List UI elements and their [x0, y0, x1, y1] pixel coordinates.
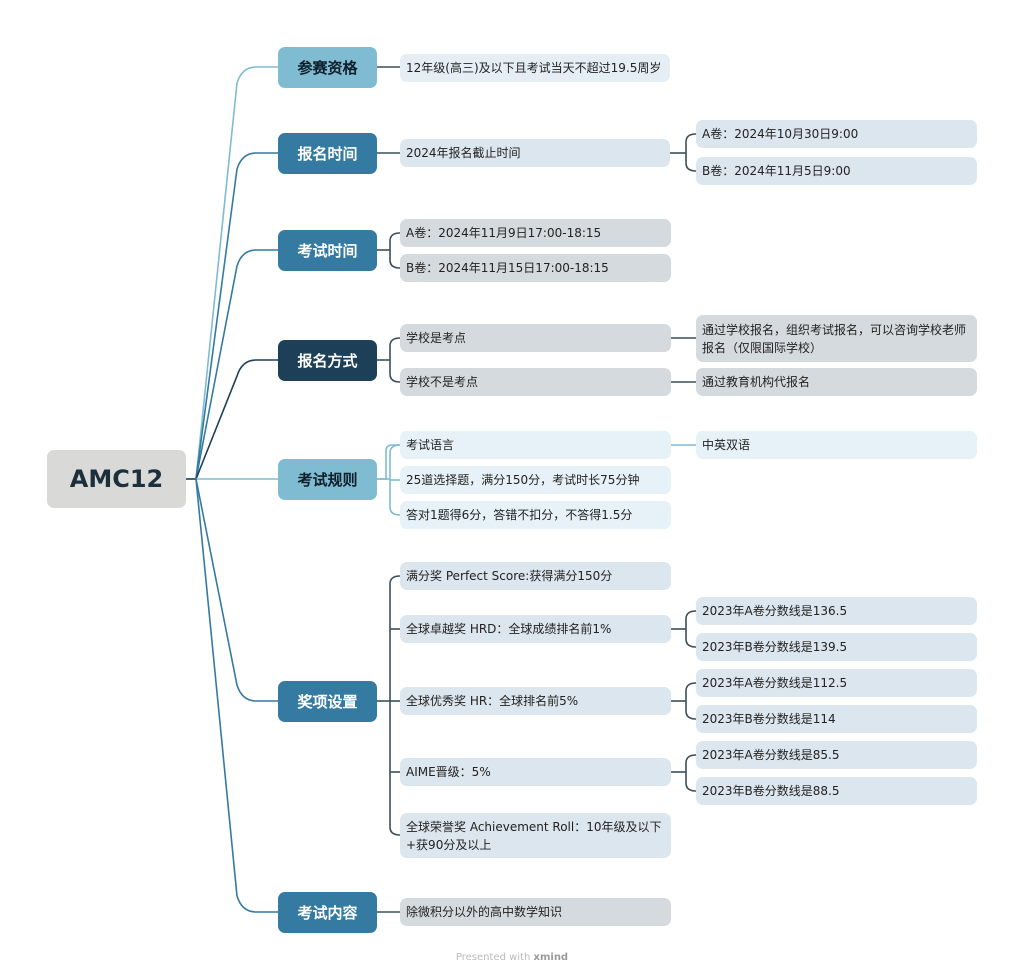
- bilingual[interactable]: 中英双语: [696, 431, 977, 459]
- aime-cutoff-b[interactable]: 2023年B卷分数线是88.5: [696, 777, 977, 805]
- bracket: [389, 337, 401, 383]
- registration-deadline[interactable]: 2024年报名截止时间: [400, 139, 670, 167]
- node-text: 2023年B卷分数线是139.5: [702, 640, 848, 654]
- branch-registration-method[interactable]: 报名方式: [278, 340, 377, 381]
- register-via-agency[interactable]: 通过教育机构代报名: [696, 368, 977, 396]
- node-text: 除微积分以外的高中数学知识: [406, 905, 563, 919]
- branch-connector: [195, 249, 278, 480]
- node-text: 答对1题得6分，答错不扣分，不答得1.5分: [406, 508, 633, 522]
- branch-exam-time[interactable]: 考试时间: [278, 230, 377, 271]
- branch-registration-time[interactable]: 报名时间: [278, 133, 377, 174]
- branch-label: 参赛资格: [297, 59, 358, 77]
- bracket: [389, 575, 401, 836]
- node-text: 2023年A卷分数线是85.5: [702, 748, 840, 762]
- bracket: [685, 682, 697, 720]
- node-text: 2023年A卷分数线是112.5: [702, 676, 848, 690]
- scoring-rule[interactable]: 答对1题得6分，答错不扣分，不答得1.5分: [400, 501, 671, 529]
- node-text: 全球优秀奖 HR：全球排名前5%: [406, 694, 579, 708]
- branch-awards[interactable]: 奖项设置: [278, 681, 377, 722]
- award-perfect-score[interactable]: 满分奖 Perfect Score:获得满分150分: [400, 562, 671, 590]
- bracket: [389, 232, 401, 269]
- branch-exam-rules[interactable]: 考试规则: [278, 459, 377, 500]
- node-text: B卷：2024年11月5日9:00: [702, 164, 851, 178]
- branch-label: 考试内容: [297, 904, 358, 922]
- hrd-cutoff-a[interactable]: 2023年A卷分数线是136.5: [696, 597, 977, 625]
- node-text: 2024年报名截止时间: [406, 146, 521, 160]
- footer-watermark: Presented with xmind: [0, 952, 1024, 963]
- root-label: AMC12: [69, 465, 164, 493]
- branch-connector: [195, 66, 278, 480]
- node-text: 通过教育机构代报名: [702, 375, 811, 389]
- root-node[interactable]: AMC12: [47, 450, 186, 508]
- footer-prefix: Presented with: [455, 952, 531, 963]
- exam-time-paper-a[interactable]: A卷：2024年11月9日17:00-18:15: [400, 219, 671, 247]
- branch-connector: [195, 478, 278, 913]
- branch-label: 考试规则: [297, 471, 358, 489]
- node-text: AIME晋级：5%: [406, 765, 491, 779]
- school-not-test-center[interactable]: 学校不是考点: [400, 368, 671, 396]
- branch-label: 报名时间: [297, 145, 358, 163]
- node-text: 2023年B卷分数线是114: [702, 712, 836, 726]
- node-text: B卷：2024年11月15日17:00-18:15: [406, 261, 609, 275]
- node-text: 考试语言: [406, 438, 455, 452]
- register-via-school[interactable]: 通过学校报名，组织考试报名，可以咨询学校老师报名（仅限国际学校）: [696, 315, 977, 362]
- award-hrd[interactable]: 全球卓越奖 HRD：全球成绩排名前1%: [400, 615, 671, 643]
- node-text: 满分奖 Perfect Score:获得满分150分: [406, 569, 613, 583]
- exam-language[interactable]: 考试语言: [400, 431, 671, 459]
- exam-time-paper-b[interactable]: B卷：2024年11月15日17:00-18:15: [400, 254, 671, 282]
- branch-connector: [195, 152, 278, 480]
- award-hr[interactable]: 全球优秀奖 HR：全球排名前5%: [400, 687, 671, 715]
- node-text: 2023年B卷分数线是88.5: [702, 784, 840, 798]
- node-text: 25道选择题，满分150分，考试时长75分钟: [406, 473, 640, 487]
- bracket: [685, 610, 697, 648]
- bracket: [685, 754, 697, 792]
- school-is-test-center[interactable]: 学校是考点: [400, 324, 671, 352]
- node-text: 全球卓越奖 HRD：全球成绩排名前1%: [406, 622, 612, 636]
- award-aime[interactable]: AIME晋级：5%: [400, 758, 671, 786]
- node-text: A卷：2024年11月9日17:00-18:15: [406, 226, 602, 240]
- sub-connector: [377, 444, 400, 480]
- xmind-logo-text: xmind: [533, 952, 569, 963]
- branch-label: 考试时间: [297, 242, 358, 260]
- exam-content-detail[interactable]: 除微积分以外的高中数学知识: [400, 898, 671, 926]
- hr-cutoff-a[interactable]: 2023年A卷分数线是112.5: [696, 669, 977, 697]
- award-achievement-roll[interactable]: 全球荣誉奖 Achievement Roll：10年级及以下+获90分及以上: [400, 813, 671, 858]
- node-text: 学校不是考点: [406, 375, 479, 389]
- hr-cutoff-b[interactable]: 2023年B卷分数线是114: [696, 705, 977, 733]
- aime-cutoff-a[interactable]: 2023年A卷分数线是85.5: [696, 741, 977, 769]
- node-text: A卷：2024年10月30日9:00: [702, 127, 859, 141]
- branch-connector: [195, 359, 278, 480]
- node-text: 学校是考点: [406, 331, 467, 345]
- eligibility-detail[interactable]: 12年级(高三)及以下且考试当天不超过19.5周岁: [400, 54, 670, 82]
- hrd-cutoff-b[interactable]: 2023年B卷分数线是139.5: [696, 633, 977, 661]
- node-text: 通过学校报名，组织考试报名，可以咨询学校老师报名（仅限国际学校）: [702, 322, 967, 355]
- question-format[interactable]: 25道选择题，满分150分，考试时长75分钟: [400, 466, 671, 494]
- node-text: 中英双语: [702, 438, 751, 452]
- branch-exam-content[interactable]: 考试内容: [278, 892, 377, 933]
- branch-label: 奖项设置: [297, 693, 358, 711]
- node-text: 全球荣誉奖 Achievement Roll：10年级及以下+获90分及以上: [406, 819, 662, 852]
- node-text: 12年级(高三)及以下且考试当天不超过19.5周岁: [406, 61, 662, 75]
- branch-label: 报名方式: [297, 352, 358, 370]
- bracket: [389, 444, 401, 516]
- branch-connector: [195, 478, 278, 702]
- node-text: 2023年A卷分数线是136.5: [702, 604, 848, 618]
- deadline-paper-b[interactable]: B卷：2024年11月5日9:00: [696, 157, 977, 185]
- bracket: [685, 133, 697, 172]
- deadline-paper-a[interactable]: A卷：2024年10月30日9:00: [696, 120, 977, 148]
- branch-eligibility[interactable]: 参赛资格: [278, 47, 377, 88]
